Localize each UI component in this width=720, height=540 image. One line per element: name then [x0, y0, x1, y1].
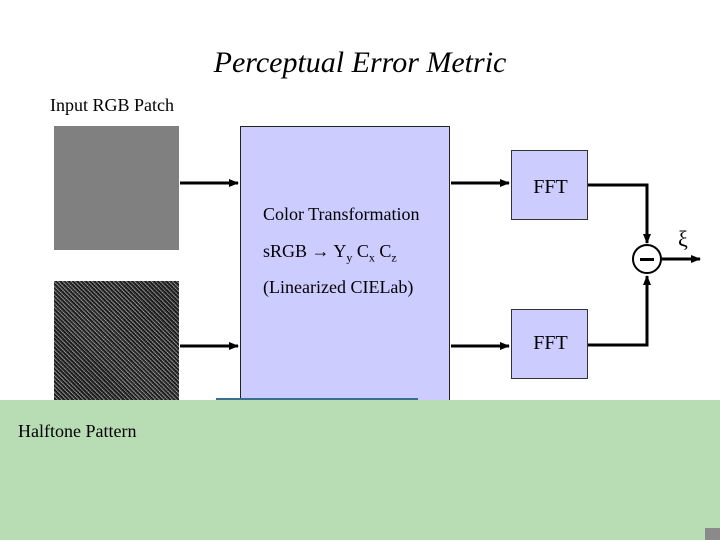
linearized-cielab-label: (Linearized CIELab): [263, 277, 414, 297]
halftone-pattern-patch: [54, 281, 179, 411]
halftone-pattern-label: Halftone Pattern: [18, 421, 137, 441]
cz-symbol: C: [379, 241, 392, 261]
corner-marker: [705, 528, 720, 540]
y-symbol: Y: [333, 241, 347, 261]
arrow-fft-bottom-to-minus: [588, 275, 651, 347]
cx-symbol: C: [356, 241, 369, 261]
subtraction-node: [632, 244, 662, 274]
input-rgb-patch-label: Input RGB Patch: [50, 95, 174, 115]
y-subscript: y: [346, 250, 353, 265]
srgb-label: sRGB: [263, 241, 308, 261]
color-transformation-title: Color Transformation: [263, 204, 420, 224]
z-subscript: z: [391, 250, 397, 265]
arrow-icon: →: [311, 241, 330, 261]
arrow-fft-top-to-minus: [588, 183, 651, 244]
fft-bottom-box: FFT: [511, 309, 588, 379]
input-rgb-patch: [54, 126, 179, 250]
fft-top-box: FFT: [511, 150, 588, 220]
error-output-symbol: ξ: [678, 226, 688, 251]
fft-top-label: FFT: [533, 176, 568, 198]
x-subscript: x: [368, 250, 375, 265]
fft-bottom-label: FFT: [533, 332, 568, 354]
page-title: Perceptual Error Metric: [213, 46, 507, 79]
footer-panel: [0, 400, 720, 540]
srgb-to-yycxcz-formula: sRGB → Yy Cx Cz: [263, 241, 397, 266]
